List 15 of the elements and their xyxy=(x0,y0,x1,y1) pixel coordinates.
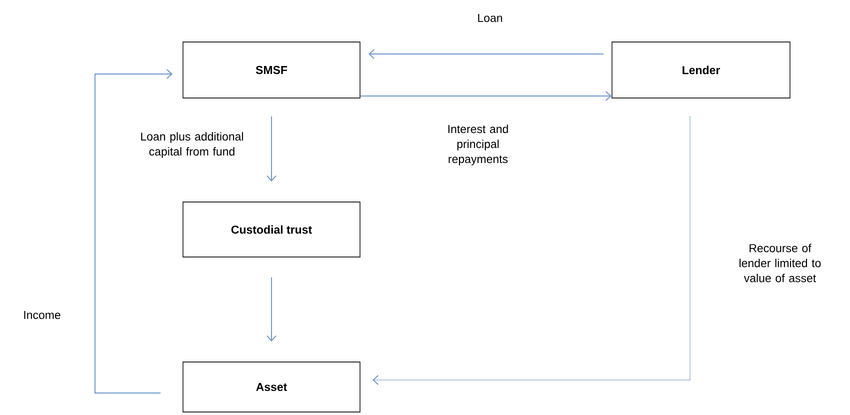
edge-label: Loan xyxy=(478,14,502,22)
process-box: Lender xyxy=(612,42,790,98)
arrow xyxy=(94,69,173,394)
process-box: Custodial trust xyxy=(182,202,360,258)
arrow xyxy=(368,49,604,59)
process-box: SMSF xyxy=(182,42,360,98)
edge-label: Loan plus additional capital from fund xyxy=(141,132,243,158)
arrow xyxy=(266,276,276,342)
process-box: Asset xyxy=(182,362,360,412)
edge-label: Recourse of lender limited to value of asset xyxy=(740,244,821,282)
arrow xyxy=(266,116,276,182)
edge-label: Interest and principal repayments xyxy=(448,124,508,166)
edge-label: Income xyxy=(24,311,60,320)
arrow xyxy=(360,91,612,101)
arrow xyxy=(372,116,690,385)
